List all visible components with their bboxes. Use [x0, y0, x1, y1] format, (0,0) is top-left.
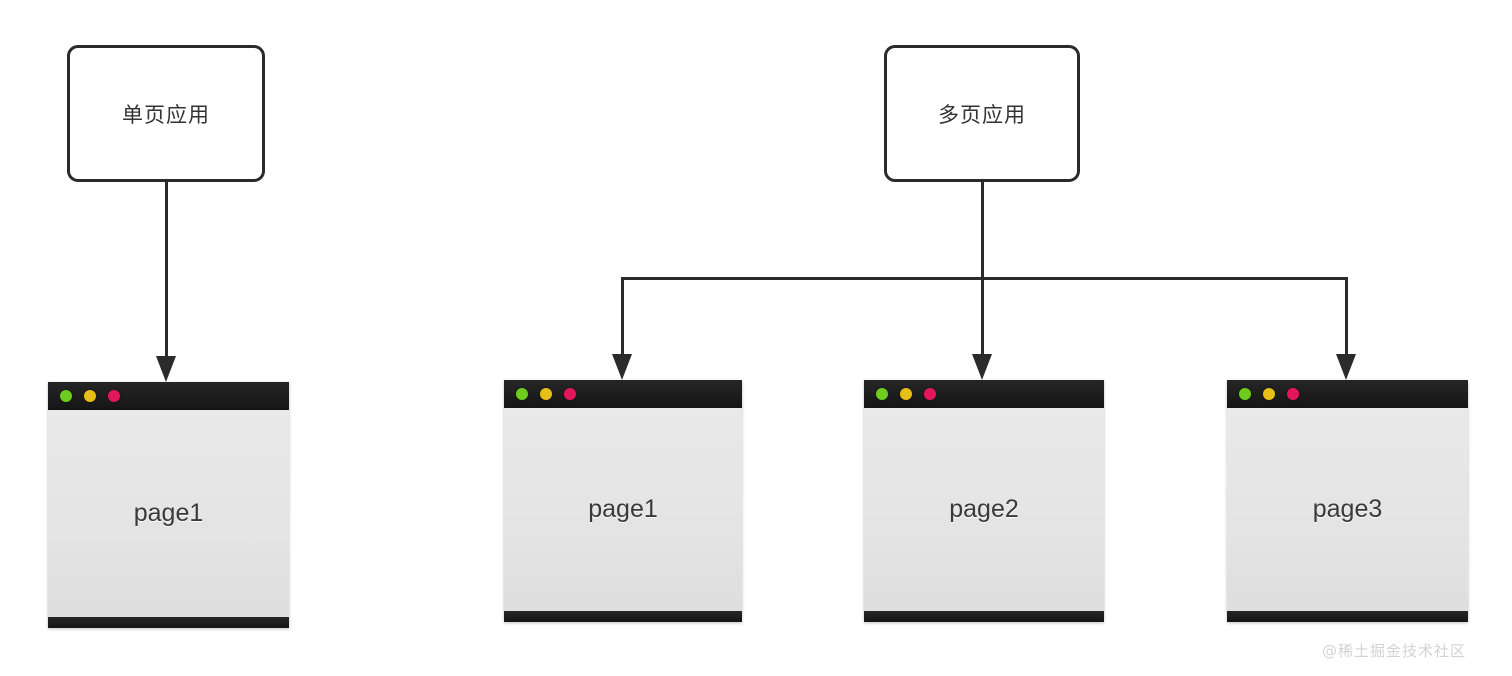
- concept-box-single-page-app-label: 单页应用: [122, 102, 210, 127]
- browser-footer-bar: [864, 611, 1104, 622]
- arrowhead-mpa-to-page3: [1336, 354, 1356, 380]
- concept-box-multi-page-app[interactable]: 多页应用: [884, 45, 1080, 182]
- browser-page-label: page1: [588, 495, 658, 523]
- browser-viewport: page3: [1227, 408, 1468, 611]
- browser-window-page1[interactable]: page1: [504, 380, 742, 622]
- connector-mpa-stem: [981, 182, 984, 278]
- traffic-light-yellow-icon[interactable]: [1263, 388, 1275, 400]
- browser-window-page1[interactable]: page1: [48, 382, 289, 628]
- browser-page-label: page2: [949, 495, 1019, 523]
- browser-page-label: page3: [1312, 495, 1383, 523]
- arrowhead-mpa-to-page2: [972, 354, 992, 380]
- browser-footer-bar: [48, 617, 289, 628]
- browser-titlebar: [48, 382, 289, 410]
- traffic-light-green-icon[interactable]: [1239, 388, 1251, 400]
- traffic-light-green-icon[interactable]: [876, 388, 888, 400]
- traffic-light-red-icon[interactable]: [564, 388, 576, 400]
- watermark-credit: @稀土掘金技术社区: [1322, 642, 1467, 660]
- arrowhead-mpa-to-page1: [612, 354, 632, 380]
- browser-window-page2[interactable]: page2: [864, 380, 1104, 622]
- browser-titlebar: [504, 380, 742, 408]
- browser-viewport: page2: [864, 408, 1104, 611]
- traffic-light-red-icon[interactable]: [1287, 388, 1299, 400]
- browser-titlebar: [864, 380, 1104, 408]
- connector-mpa-drop-page1: [621, 278, 624, 356]
- traffic-light-red-icon[interactable]: [924, 388, 936, 400]
- traffic-light-green-icon[interactable]: [60, 390, 72, 402]
- browser-viewport: page1: [504, 408, 742, 611]
- browser-viewport: page1: [48, 410, 289, 617]
- concept-box-multi-page-app-label: 多页应用: [938, 102, 1026, 127]
- arrowhead-spa-to-page1: [156, 356, 176, 382]
- browser-titlebar: [1227, 380, 1468, 408]
- connector-spa-stem: [165, 182, 168, 358]
- connector-mpa-bus: [621, 277, 1348, 280]
- browser-page-label: page1: [133, 499, 204, 527]
- connector-mpa-drop-page3: [1345, 278, 1348, 356]
- browser-window-page3[interactable]: page3: [1227, 380, 1468, 622]
- concept-box-single-page-app[interactable]: 单页应用: [67, 45, 265, 182]
- traffic-light-yellow-icon[interactable]: [900, 388, 912, 400]
- traffic-light-yellow-icon[interactable]: [540, 388, 552, 400]
- browser-footer-bar: [504, 611, 742, 622]
- traffic-light-yellow-icon[interactable]: [84, 390, 96, 402]
- browser-footer-bar: [1227, 611, 1468, 622]
- traffic-light-red-icon[interactable]: [108, 390, 120, 402]
- traffic-light-green-icon[interactable]: [516, 388, 528, 400]
- connector-mpa-drop-page2: [981, 278, 984, 356]
